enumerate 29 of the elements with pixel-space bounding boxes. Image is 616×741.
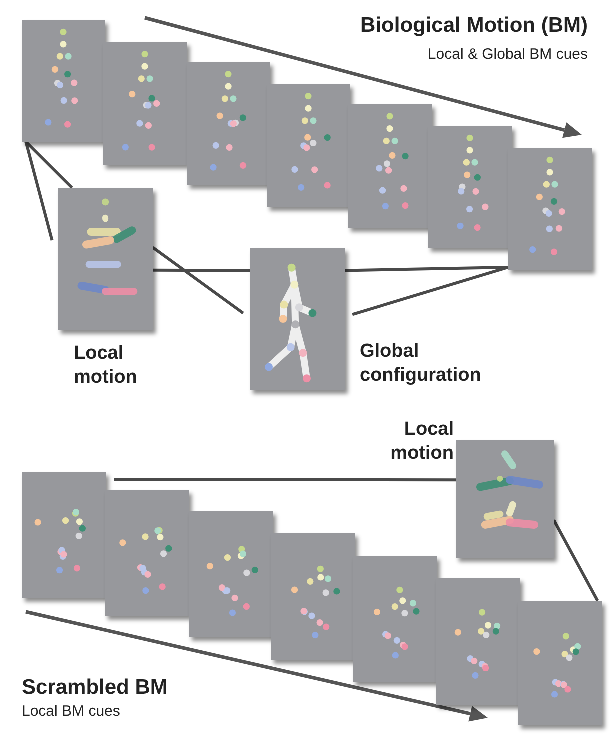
subheading: Local BM cues [22,703,120,720]
connector-line [552,520,600,602]
stimulus-frame [267,84,350,207]
panel-label: Global configuration [360,340,482,388]
panel-label: Local motion [74,342,138,390]
stimulus-frame [22,20,105,142]
connector-line [153,268,250,272]
heading: Scrambled BM [22,676,168,700]
connector-line [25,140,74,190]
stimulus-frame [271,533,355,660]
stimulus-frame [105,490,189,616]
stimulus-frame [353,556,437,682]
stimulus-frame [518,601,602,725]
stimulus-frame [103,42,187,165]
panel-label: Local motion [390,418,454,466]
stimulus-frame [428,126,512,248]
connector-line [344,266,508,272]
stimulus-frame [348,104,432,228]
connector-line [114,478,456,482]
subheading: Local & Global BM cues [428,46,588,63]
stimulus-frame [508,148,592,270]
stimulus-frame [22,472,106,598]
stimulus-frame [436,578,520,705]
connector-line [152,246,244,315]
connector-line [352,266,508,316]
connector-line [24,142,54,241]
heading: Biological Motion (BM) [360,14,588,38]
stimulus-frame [189,511,273,637]
stimulus-frame [187,62,270,185]
